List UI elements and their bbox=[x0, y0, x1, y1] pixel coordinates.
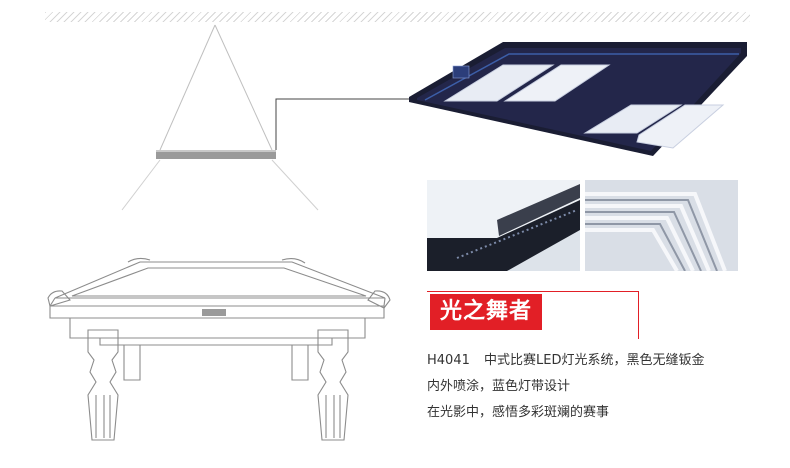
description-text-1: 中式比赛LED灯光系统，黑色无缝钣金 bbox=[484, 353, 705, 368]
detail-photo-led-strip bbox=[427, 180, 580, 271]
product-title: 光之舞者 bbox=[430, 294, 542, 330]
lamp-and-table-illustration bbox=[47, 24, 410, 441]
description-line-1: H4041 中式比赛LED灯光系统，黑色无缝钣金 bbox=[427, 348, 772, 374]
detail-photo-frame-corner bbox=[585, 180, 738, 271]
model-number: H4041 bbox=[427, 353, 470, 368]
description-line-2: 内外喷涂，蓝色灯带设计 bbox=[427, 379, 571, 394]
ceiling-hatch bbox=[45, 12, 750, 22]
title-frame bbox=[427, 291, 639, 339]
lamp-product-photo bbox=[409, 42, 747, 156]
product-description: H4041 中式比赛LED灯光系统，黑色无缝钣金 内外喷涂，蓝色灯带设计 在光影… bbox=[427, 348, 772, 426]
description-line-3: 在光影中，感悟多彩斑斓的赛事 bbox=[427, 405, 610, 420]
